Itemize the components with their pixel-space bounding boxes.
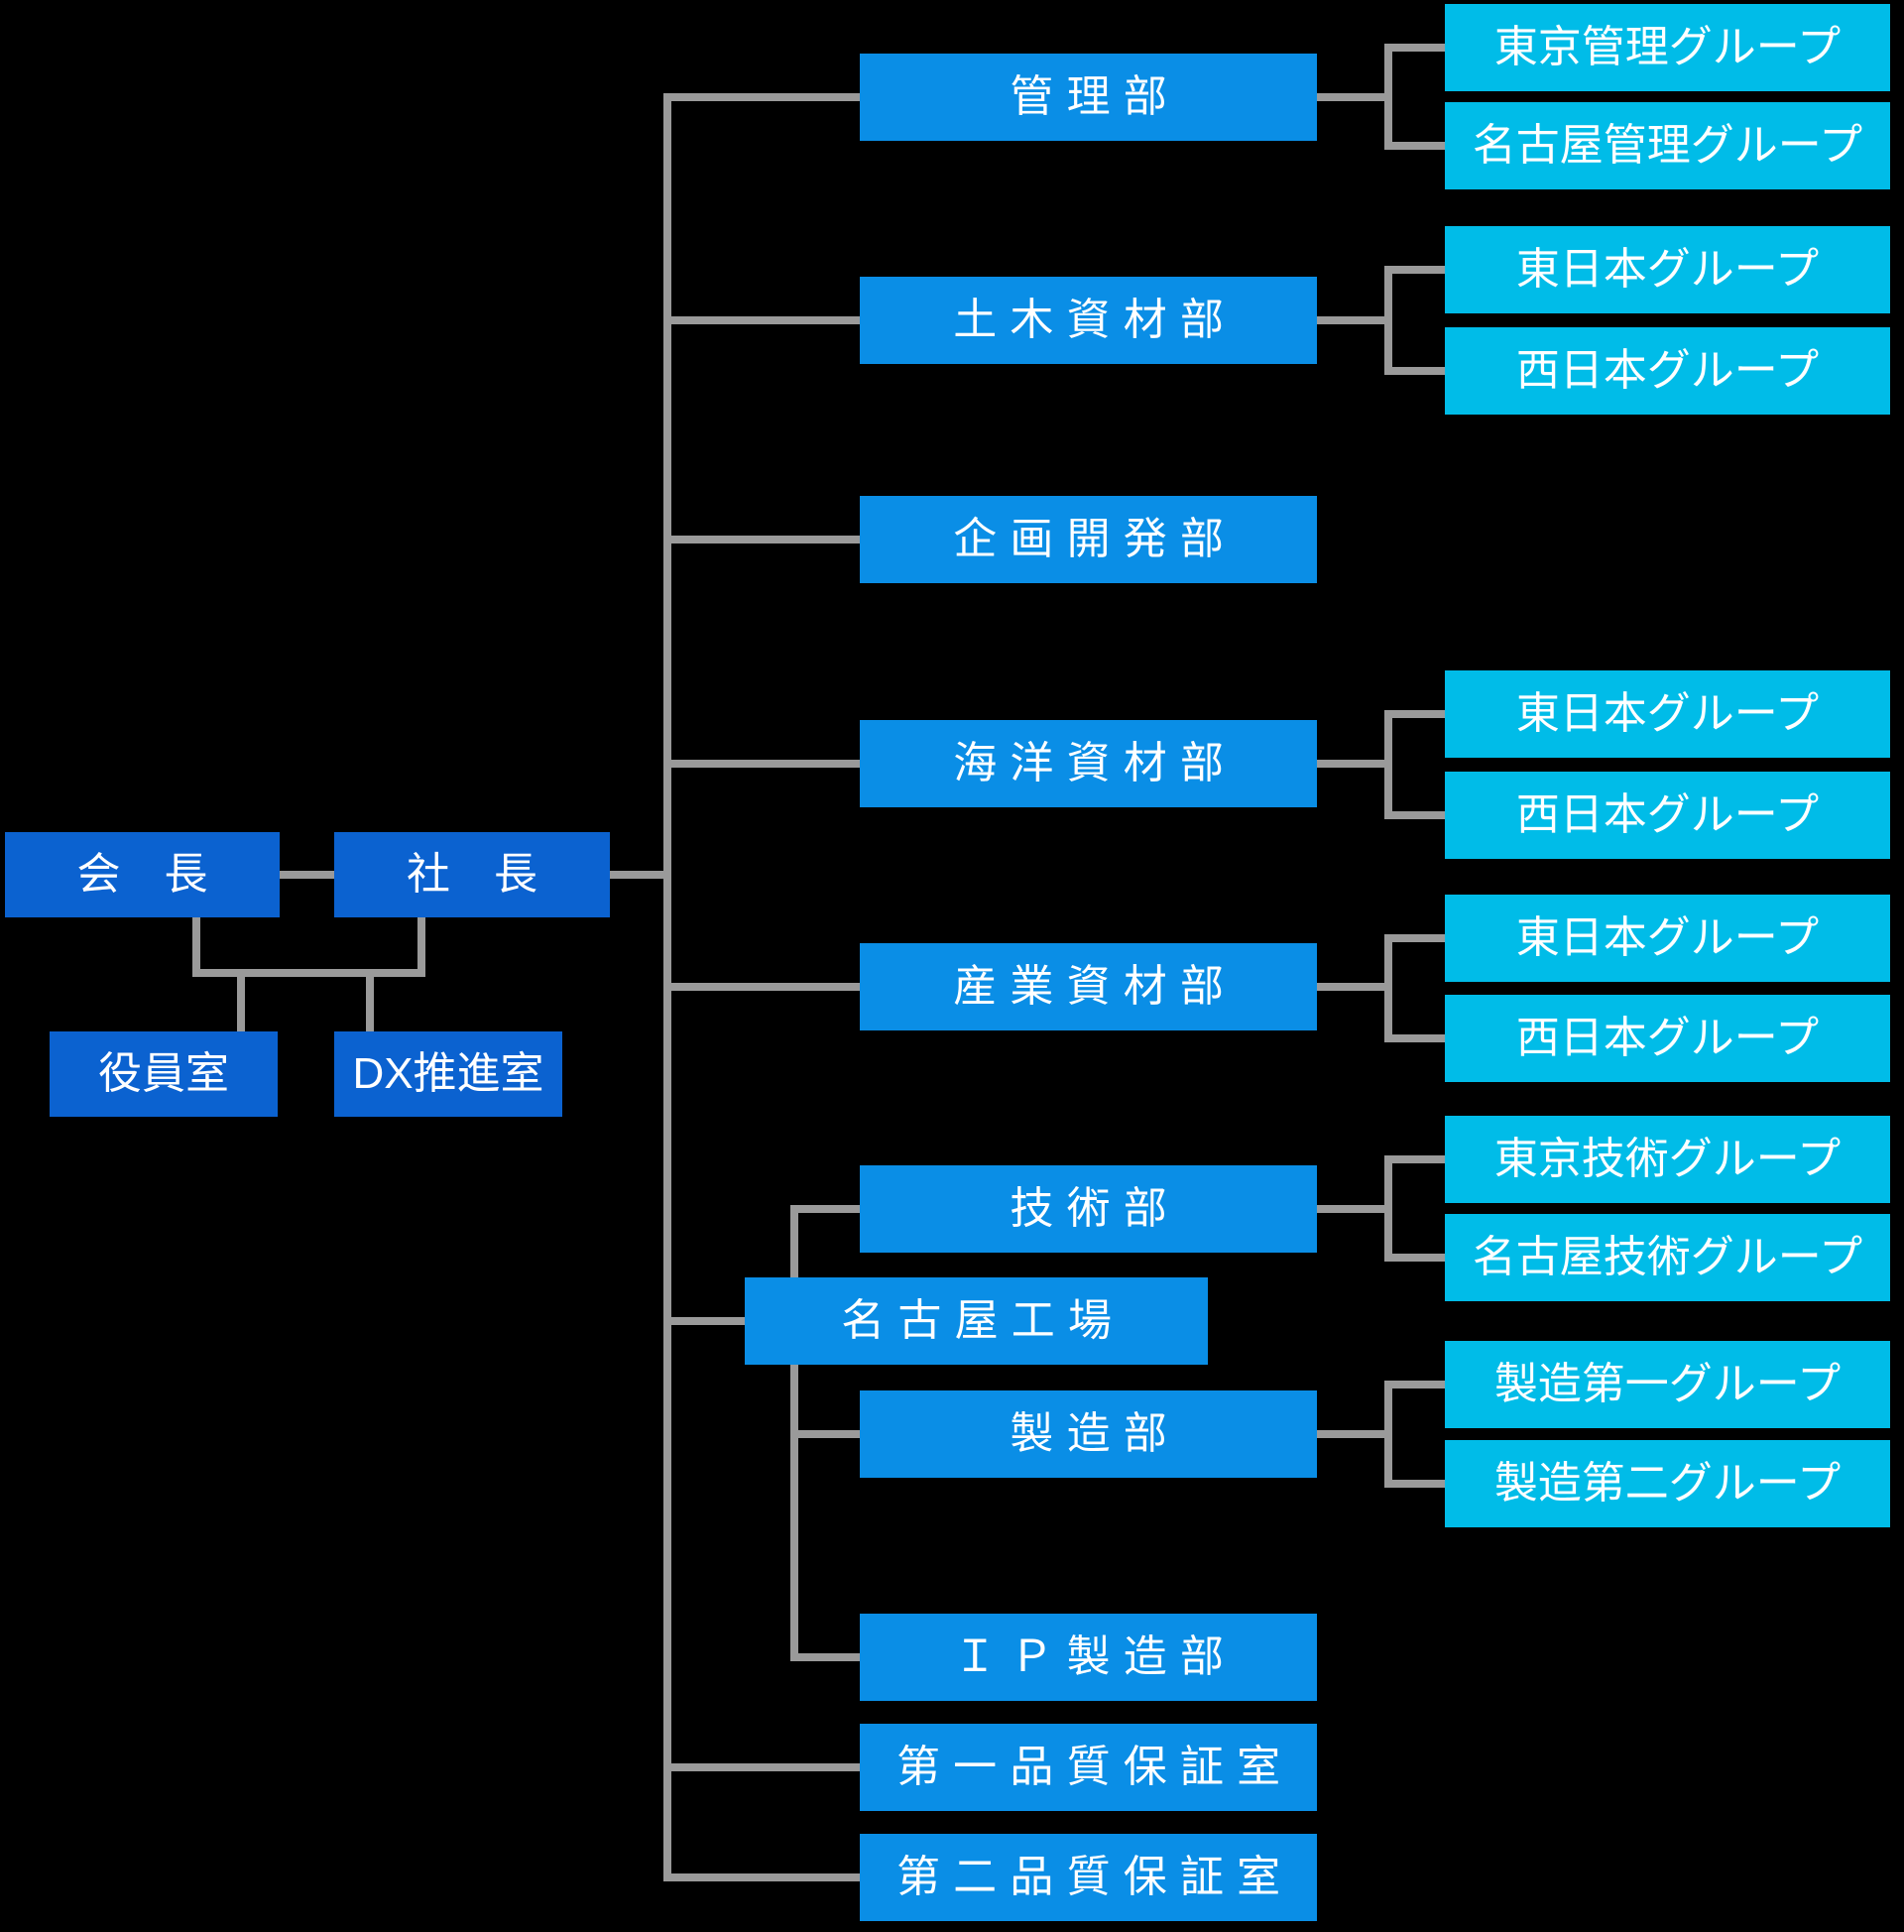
connector-management-vert (1384, 44, 1392, 150)
connector-industrial-stub2 (1392, 1034, 1445, 1042)
connector-manufacturing-stub2 (1392, 1480, 1445, 1488)
org-node-manufacturing-second-group: 製造第二グループ (1445, 1440, 1890, 1527)
connector-branch-management (671, 93, 860, 101)
org-node-marine-west-japan-group: 西日本グループ (1445, 772, 1890, 859)
connector-technical-stub1 (1392, 1155, 1445, 1163)
connector-president-drop (417, 917, 425, 974)
connector-industrial-vert (1384, 934, 1392, 1042)
connector-industrial-stub1 (1392, 934, 1445, 942)
org-node-qa-first-office: 第一品質保証室 (860, 1724, 1318, 1811)
connector-president-trunk (610, 871, 668, 879)
connector-marine-stub2 (1392, 811, 1445, 819)
org-node-technical-dept: 技術部 (860, 1165, 1318, 1253)
connector-branch-planning (671, 536, 860, 543)
connector-marine-vert (1384, 710, 1392, 819)
org-node-tokyo-technical-group: 東京技術グループ (1445, 1116, 1890, 1203)
connector-branch-qa-first (671, 1763, 860, 1771)
connector-technical-out (1304, 1205, 1388, 1213)
org-node-marine-east-japan-group: 東日本グループ (1445, 670, 1890, 758)
org-node-executive-office: 役員室 (50, 1031, 278, 1117)
connector-branch-civil (671, 316, 860, 324)
connector-marine-stub1 (1392, 710, 1445, 718)
org-node-industrial-west-japan-group: 西日本グループ (1445, 995, 1890, 1082)
org-node-dx-office: DX推進室 (334, 1031, 562, 1117)
org-node-planning-dev-dept: 企画開発部 (860, 496, 1318, 583)
org-node-nagoya-management-group: 名古屋管理グループ (1445, 102, 1890, 189)
org-node-tokyo-management-group: 東京管理グループ (1445, 4, 1890, 91)
connector-management-out (1304, 93, 1388, 101)
connector-branch-qa-second (671, 1873, 860, 1881)
connector-technical-stub2 (1392, 1254, 1445, 1262)
connector-management-stub2 (1392, 142, 1445, 150)
org-node-industrial-east-japan-group: 東日本グループ (1445, 895, 1890, 982)
org-node-nagoya-plant: 名古屋工場 (745, 1277, 1209, 1365)
connector-marine-out (1304, 760, 1388, 768)
connector-staff-rail (192, 969, 425, 977)
org-node-ip-manufacturing-dept: ＩＰ製造部 (860, 1614, 1318, 1701)
connector-stub-executive-office (237, 977, 245, 1031)
org-node-manufacturing-dept: 製造部 (860, 1390, 1318, 1478)
org-node-nagoya-technical-group: 名古屋技術グループ (1445, 1214, 1890, 1301)
connector-technical-vert (1384, 1155, 1392, 1262)
connector-branch-nagoya-plant (671, 1317, 749, 1325)
org-node-civil-east-japan-group: 東日本グループ (1445, 226, 1890, 313)
org-node-manufacturing-first-group: 製造第一グループ (1445, 1341, 1890, 1428)
connector-trunk (663, 93, 671, 1881)
org-node-management-dept: 管理部 (860, 54, 1318, 141)
org-node-industrial-materials-dept: 産業資材部 (860, 943, 1318, 1030)
connector-branch-ip-manufacturing (798, 1653, 860, 1661)
connector-branch-manufacturing (798, 1430, 860, 1438)
connector-manufacturing-out (1304, 1430, 1388, 1438)
org-node-qa-second-office: 第二品質保証室 (860, 1834, 1318, 1921)
connector-civil-stub1 (1392, 266, 1445, 274)
connector-branch-industrial (671, 983, 860, 991)
connector-chairman-drop (192, 917, 200, 974)
connector-chairman-president (280, 871, 334, 879)
org-node-marine-materials-dept: 海洋資材部 (860, 720, 1318, 807)
connector-management-stub1 (1392, 44, 1445, 52)
org-node-civil-materials-dept: 土木資材部 (860, 277, 1318, 364)
connector-manufacturing-vert (1384, 1381, 1392, 1488)
connector-civil-stub2 (1392, 367, 1445, 375)
connector-industrial-out (1304, 983, 1388, 991)
org-node-civil-west-japan-group: 西日本グループ (1445, 327, 1890, 415)
org-node-chairman: 会 長 (5, 832, 280, 917)
connector-civil-vert (1384, 266, 1392, 375)
connector-manufacturing-stub1 (1392, 1381, 1445, 1389)
connector-branch-marine (671, 760, 860, 768)
connector-branch-technical (798, 1205, 860, 1213)
org-node-president: 社 長 (334, 832, 610, 917)
connector-civil-out (1304, 316, 1388, 324)
connector-nagoya-subrail (790, 1205, 798, 1661)
connector-stub-dx-office (366, 977, 374, 1031)
